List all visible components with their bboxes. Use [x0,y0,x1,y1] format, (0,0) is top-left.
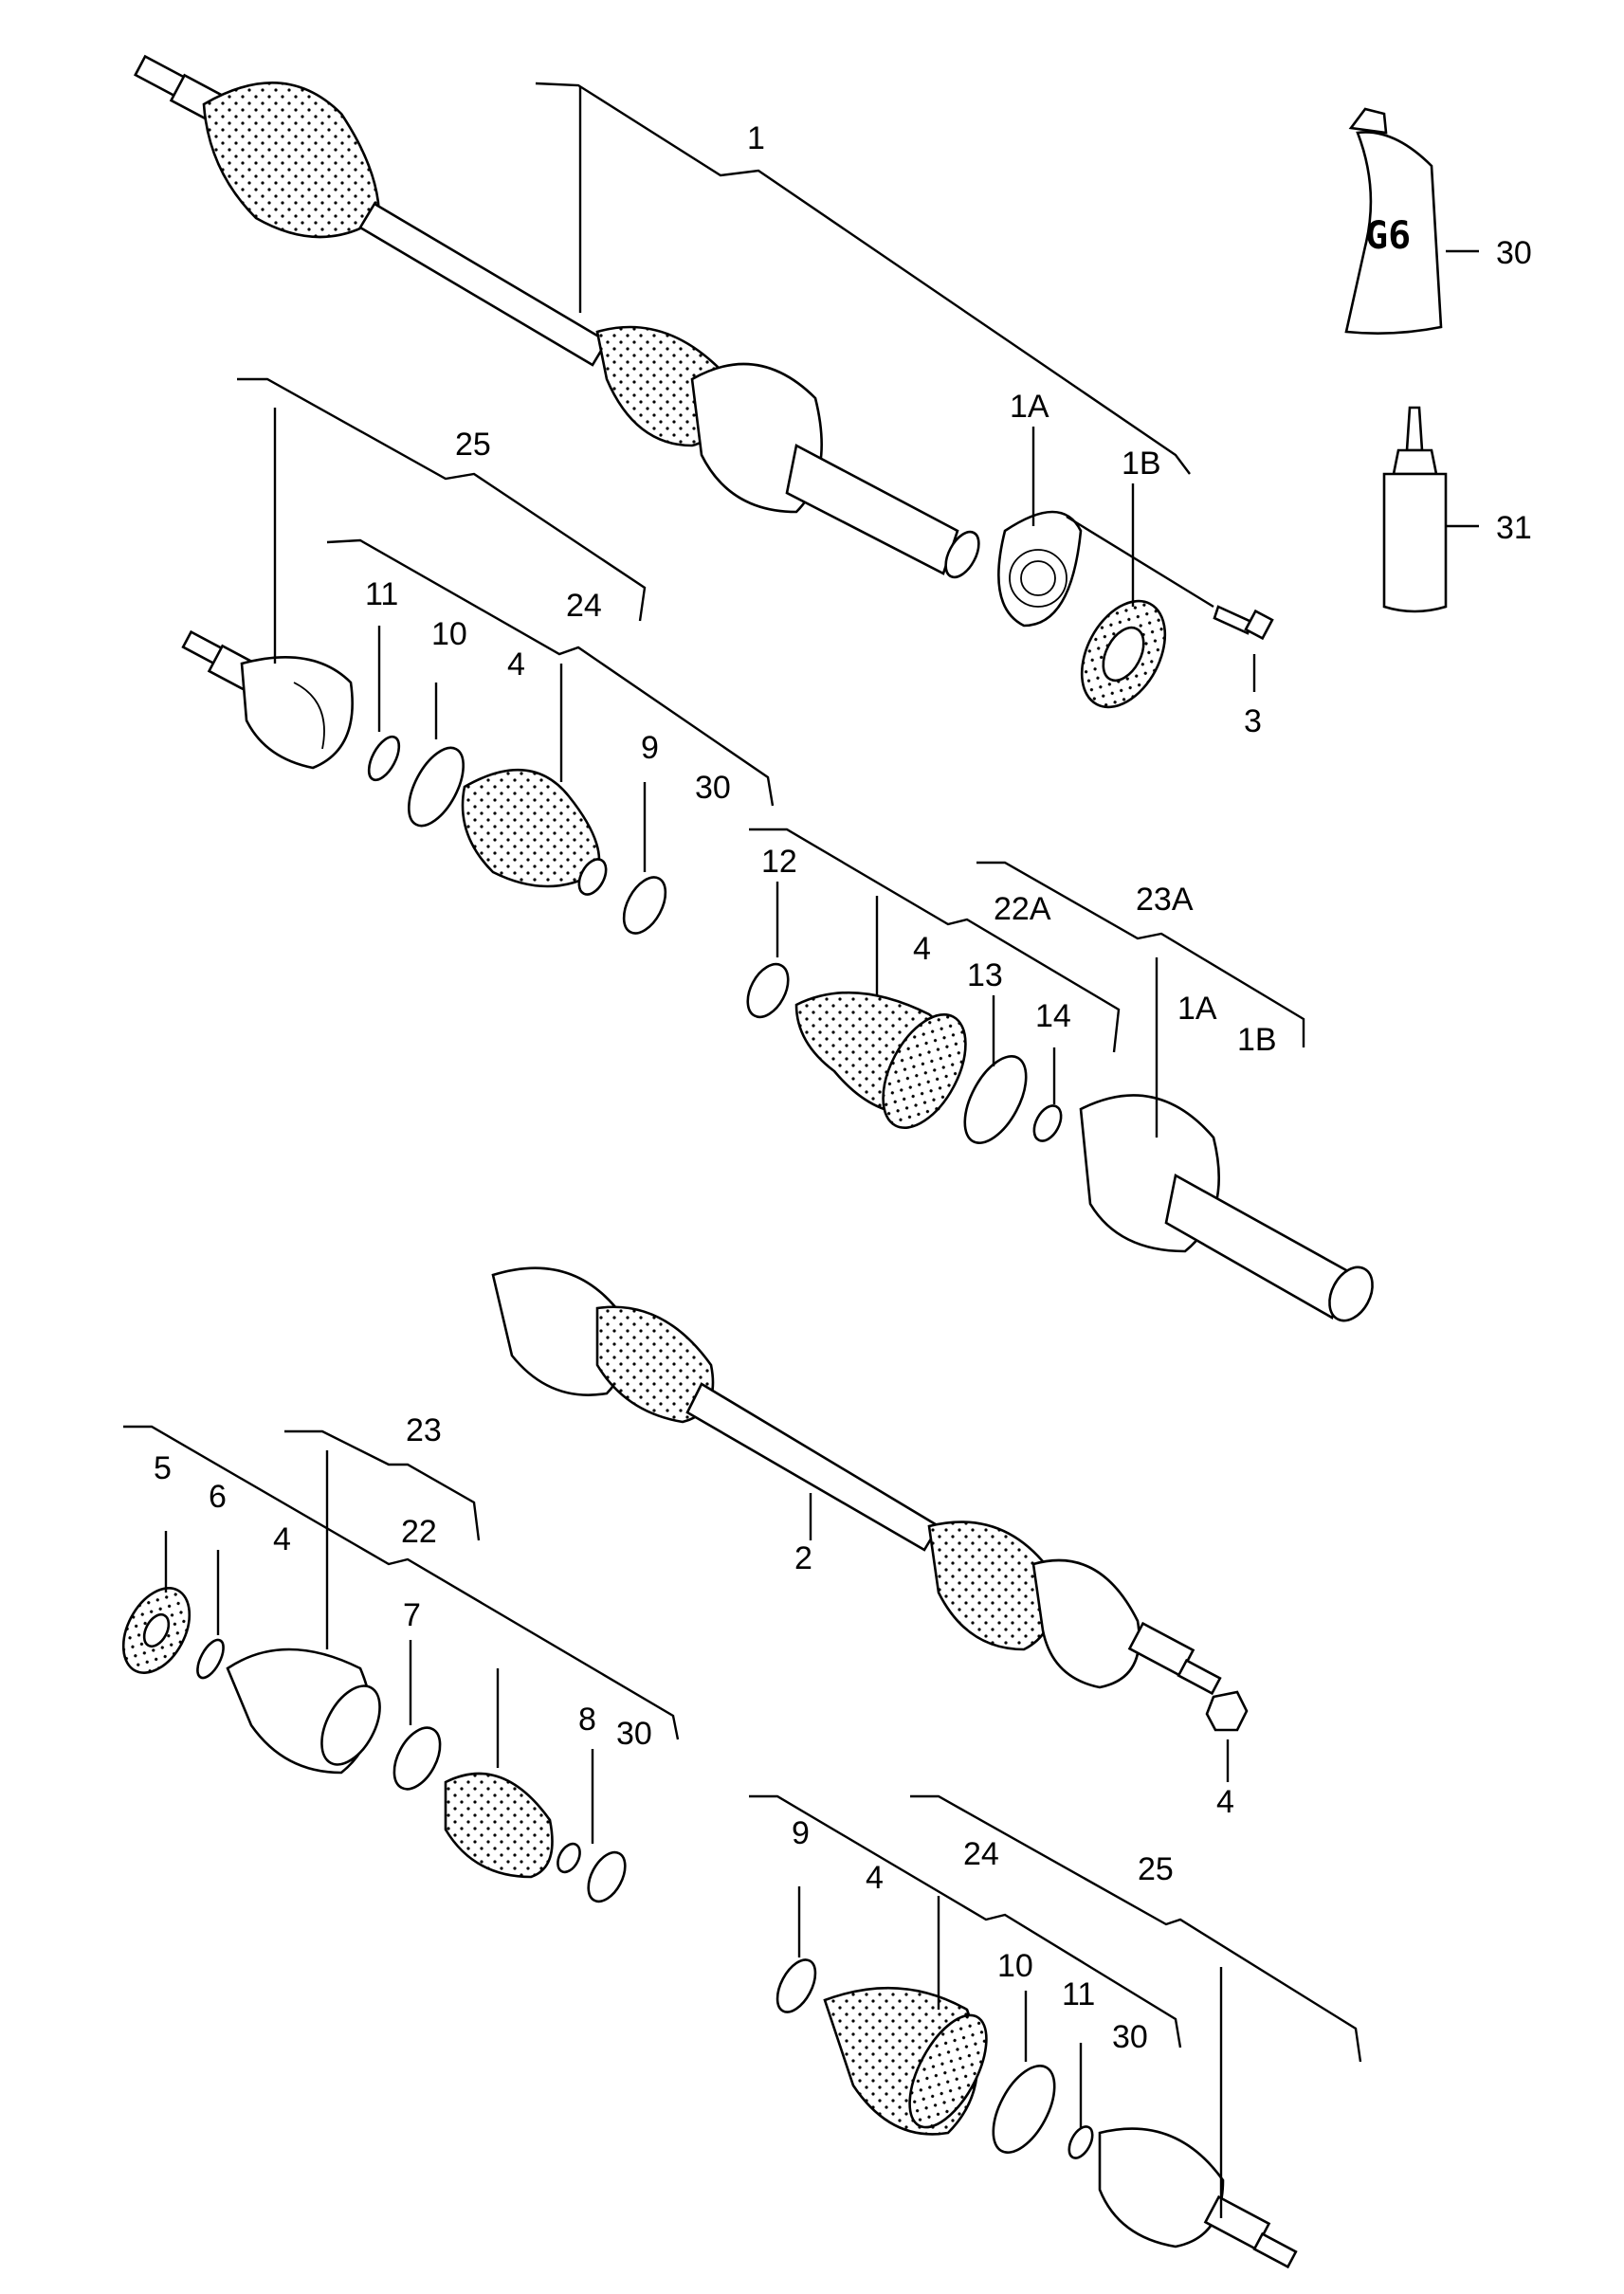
callout-24-top: 24 [566,588,602,624]
tube-label: G6 [1365,214,1411,258]
callout-4-nut: 4 [1216,1784,1234,1820]
callout-30-bot: 30 [1112,2019,1148,2055]
callout-1a-mid: 1A [1177,991,1217,1027]
outer-joint-kit-lower [776,1958,1298,2269]
leader-lines-lower-right-kit [749,1794,1362,2218]
callout-31: 31 [1496,510,1532,546]
callout-1b-mid: 1B [1237,1022,1277,1058]
leader-lines-shaft2 [809,1493,1230,1782]
callout-9-bot: 9 [792,1815,810,1851]
callout-3: 3 [1244,703,1262,739]
callout-10-bot: 10 [997,1948,1033,1984]
callout-1a-top: 1A [1010,389,1049,425]
leader-lines-top [535,82,1256,692]
callout-22a: 22A [994,891,1051,927]
callout-labels: 1 1A 1B 3 30 31 25 24 11 10 4 9 30 12 4 … [154,120,1532,2055]
callout-23: 23 [406,1412,442,1448]
leader-lines-upper-kit [237,377,775,872]
driveshaft-left-assembly [134,54,1274,709]
callout-7: 7 [403,1597,421,1633]
sealant-bottle [1382,406,1479,613]
callout-13: 13 [967,957,1003,993]
callout-14: 14 [1035,998,1071,1034]
inner-joint-kit-upper [746,962,1374,1322]
callout-1b-top: 1B [1122,446,1161,482]
callout-6: 6 [209,1479,227,1515]
inner-joint-kit-lower [121,1587,627,1903]
callout-2: 2 [794,1540,812,1576]
leader-lines-middle-kit [749,828,1305,1138]
callout-8: 8 [578,1702,596,1738]
callout-24-bot: 24 [963,1836,999,1872]
callout-9-top: 9 [641,730,659,766]
callout-22: 22 [401,1514,437,1550]
callout-5: 5 [154,1450,172,1486]
callout-4-mid: 4 [913,931,931,967]
outer-joint-kit-upper [181,629,667,935]
callout-4-bot: 4 [866,1860,884,1896]
callout-11-bot: 11 [1062,1976,1095,2012]
callout-30-tube: 30 [1496,235,1532,271]
callout-30-top: 30 [695,770,731,806]
callout-11-top: 11 [365,576,398,612]
callout-25-bot: 25 [1138,1851,1174,1887]
leader-lines-lower-left-kit [123,1425,680,1844]
callout-12: 12 [761,844,797,880]
callout-25-top: 25 [455,427,491,463]
callout-23a: 23A [1136,882,1194,918]
callout-1: 1 [747,120,765,156]
grease-tube-g6: G6 [1344,107,1479,335]
callout-4-top: 4 [507,646,525,683]
driveshaft-right-assembly [491,1266,1249,1732]
callout-4-left: 4 [273,1521,291,1557]
callout-30-left: 30 [616,1716,652,1752]
callout-10-top: 10 [431,616,467,652]
